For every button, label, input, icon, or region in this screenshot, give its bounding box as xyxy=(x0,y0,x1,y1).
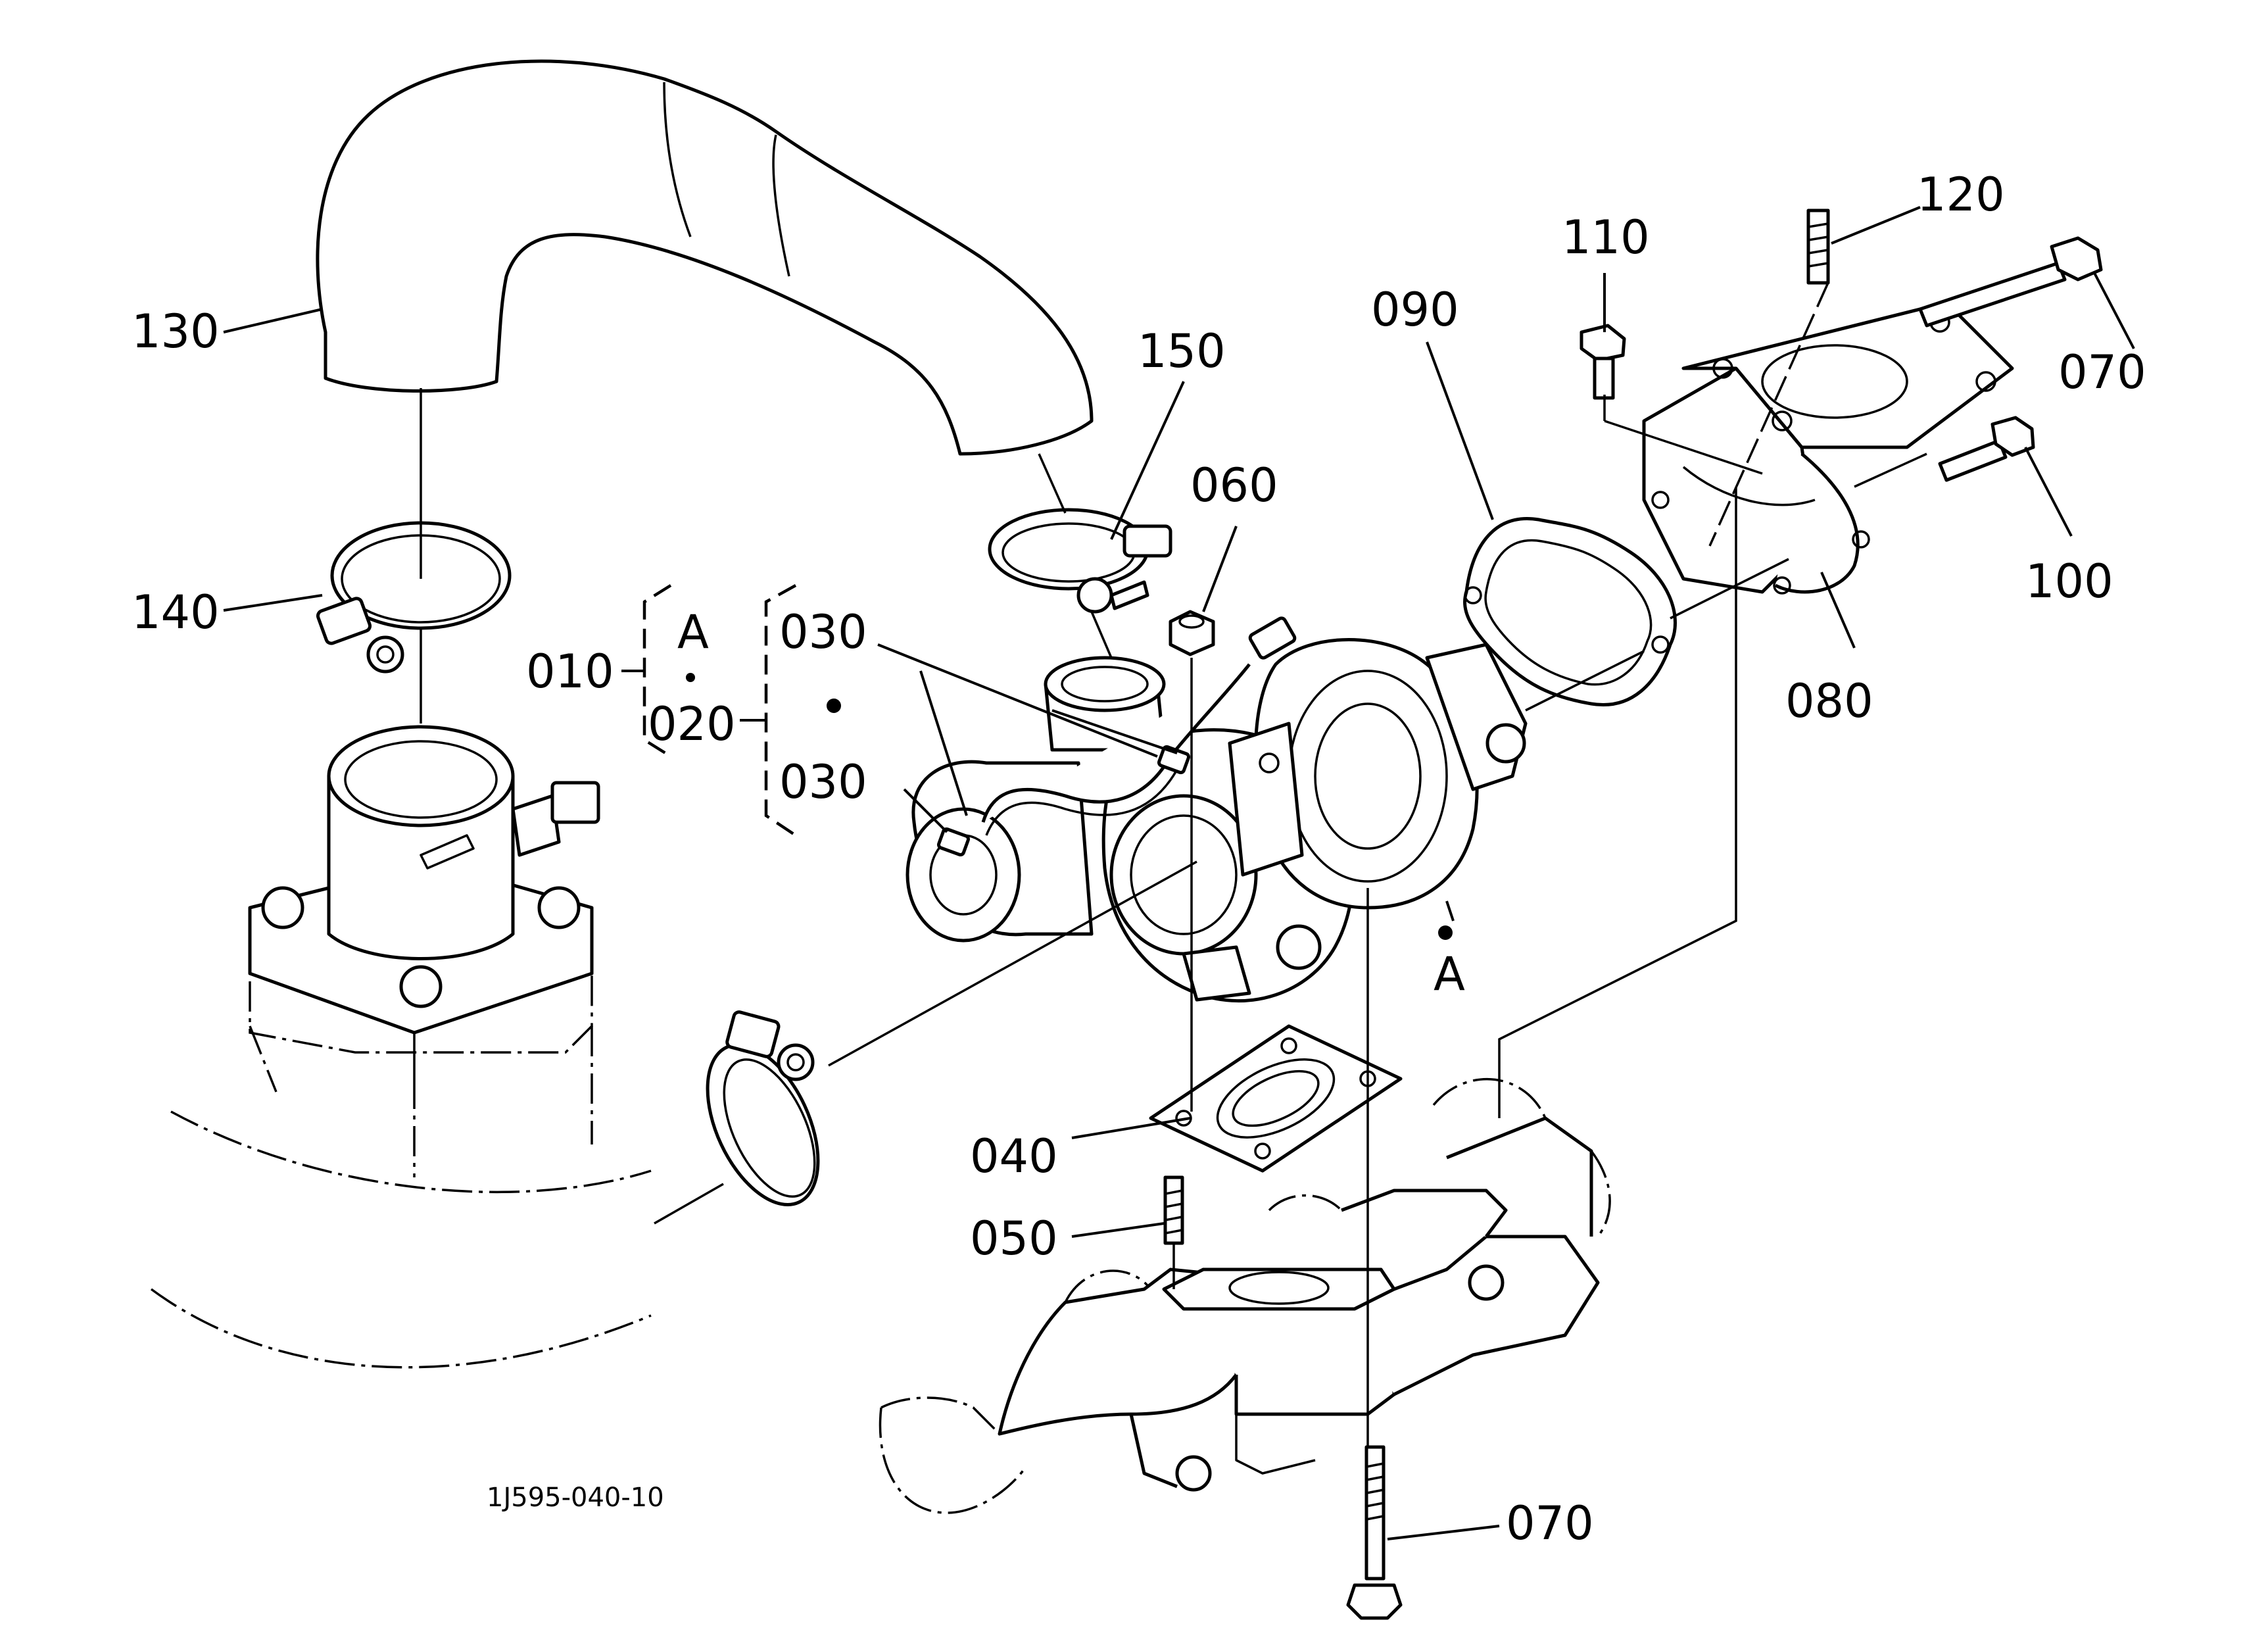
part-130-intake-hose[interactable] xyxy=(316,59,1094,456)
group-brackets xyxy=(621,584,1453,940)
part-010-turbocharger[interactable] xyxy=(905,616,1528,1002)
part-140-hose-clamp[interactable] xyxy=(316,521,512,674)
callout-030-upper: 030 xyxy=(779,605,867,659)
part-110-bolt[interactable] xyxy=(1580,324,1626,400)
intake-manifold-ghost xyxy=(150,934,652,1369)
callout-130: 130 xyxy=(132,305,220,358)
callout-060: 060 xyxy=(1190,458,1278,512)
callout-labels: 130 140 010 020 A 030 030 150 060 090 11… xyxy=(132,168,2146,1550)
callout-040: 040 xyxy=(970,1129,1058,1183)
part-040-flange-gasket[interactable] xyxy=(1149,1024,1403,1173)
part-070-upper-bolt[interactable] xyxy=(1918,236,2103,328)
part-120-stud[interactable] xyxy=(1806,209,1830,285)
assembly-axis-lines xyxy=(420,282,1927,1447)
exhaust-manifold xyxy=(998,1116,1600,1492)
group-label-a: A xyxy=(677,605,709,659)
part-090-gasket[interactable] xyxy=(1462,517,1677,706)
intake-throttle-body xyxy=(248,725,600,1079)
turbo-label-a: A xyxy=(1434,947,1465,1001)
callout-070-top: 070 xyxy=(2058,345,2146,399)
callout-150: 150 xyxy=(1138,324,1226,378)
callout-080: 080 xyxy=(1785,674,1873,728)
part-050-stud[interactable] xyxy=(1163,1175,1184,1245)
part-060-nut[interactable] xyxy=(1169,610,1215,656)
exhaust-manifold-ghost xyxy=(879,1077,1611,1514)
figure-code: 1J595-040-10 xyxy=(487,1483,664,1513)
callout-100: 100 xyxy=(2025,554,2113,608)
callout-090: 090 xyxy=(1371,283,1459,337)
callout-050: 050 xyxy=(970,1212,1058,1266)
callout-140: 140 xyxy=(132,585,220,639)
part-080-exhaust-elbow[interactable] xyxy=(1642,301,2014,595)
callout-leaders xyxy=(223,206,2135,1540)
part-070-lower-bolt[interactable] xyxy=(1346,1445,1403,1620)
part-150-hose-clamp[interactable] xyxy=(988,508,1172,614)
part-100-bolt[interactable] xyxy=(1938,416,2035,482)
callout-120: 120 xyxy=(1917,168,2005,222)
callout-010: 010 xyxy=(526,645,614,699)
callout-020: 020 xyxy=(648,697,736,751)
callout-110: 110 xyxy=(1562,210,1650,264)
callout-070-bottom: 070 xyxy=(1506,1496,1594,1550)
callout-030-lower: 030 xyxy=(779,755,867,809)
part-030-hose-clamp[interactable] xyxy=(685,1010,841,1222)
